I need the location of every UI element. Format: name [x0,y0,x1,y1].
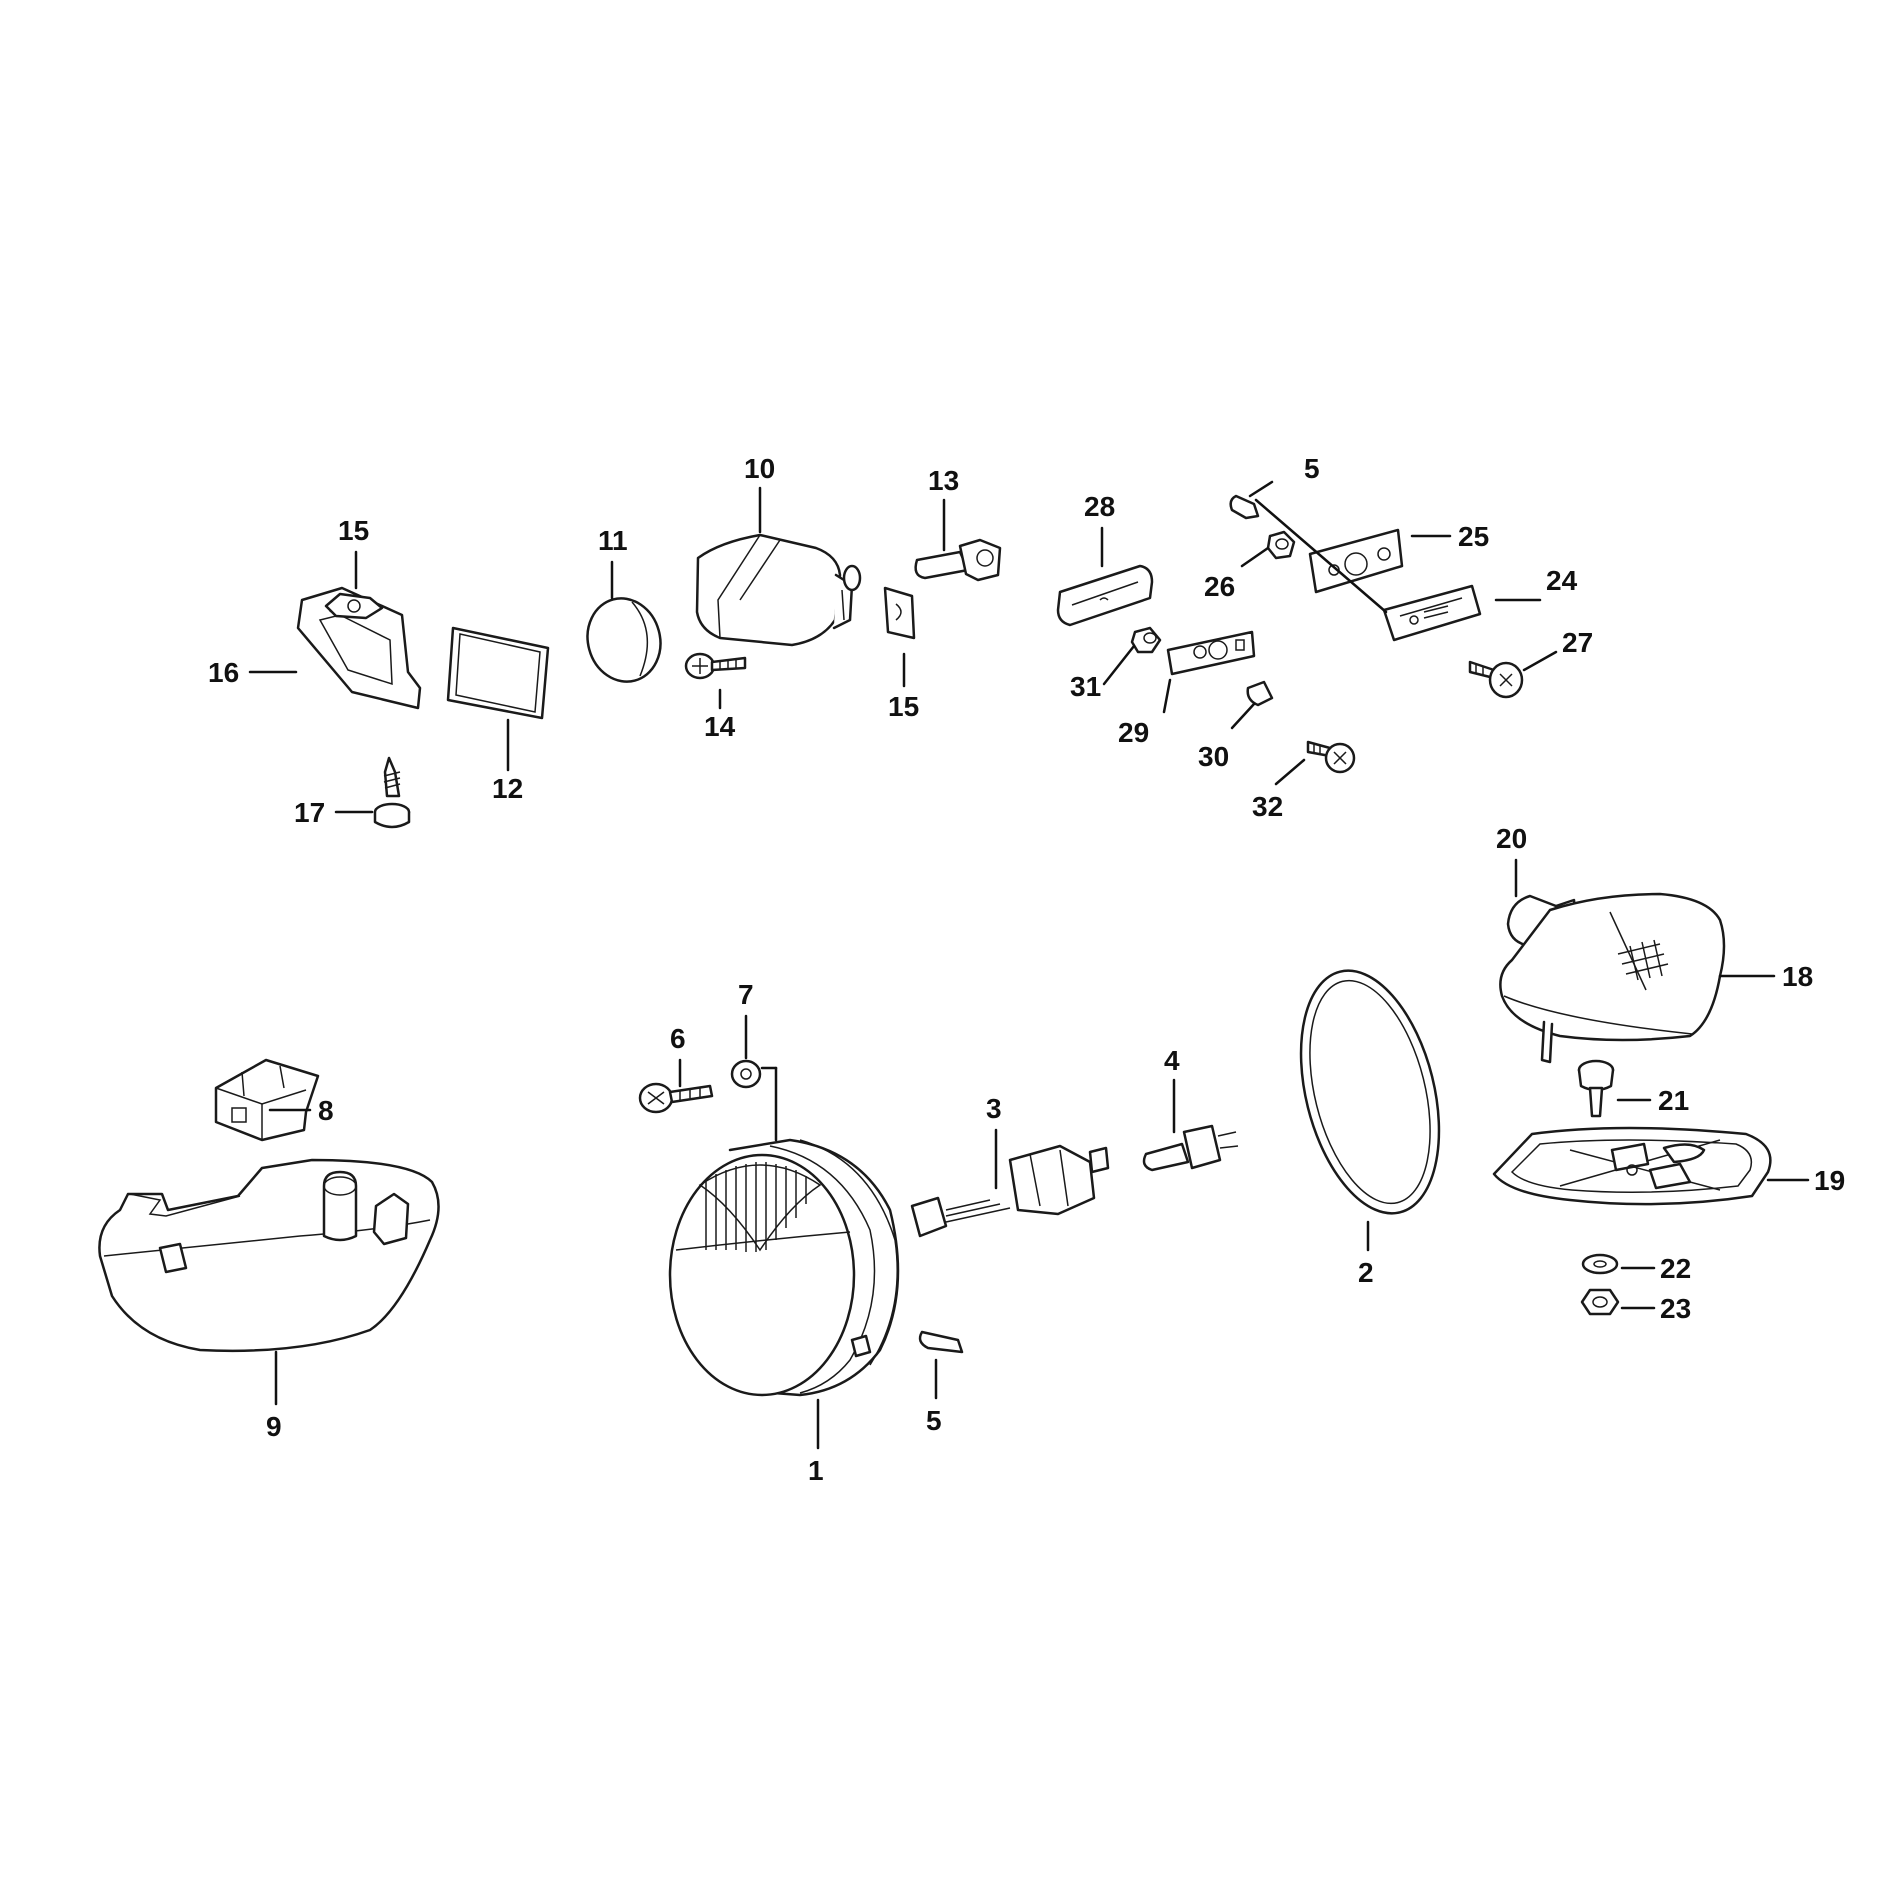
part-3-socket-harness [910,1144,1110,1238]
part-8-connector-block [214,1058,320,1142]
callout-18: 18 [1782,961,1813,992]
part-17-screw [373,756,411,829]
leader-lines [248,480,1810,1450]
part-7-washer [730,1059,762,1089]
part-29-gasket-plate [1166,630,1256,676]
callout-27: 27 [1562,627,1593,658]
part-24-marker-lens [1382,584,1482,642]
callout-6: 6 [670,1023,686,1054]
callout-10: 10 [744,453,775,484]
callout-3: 3 [986,1093,1002,1124]
callout-11: 11 [598,525,628,556]
part-31-socket [1130,626,1162,654]
callout-25: 25 [1458,521,1489,552]
part-27-screw [1468,660,1524,699]
part-4-h4-bulb [1142,1124,1239,1172]
callout-13: 13 [928,465,959,496]
part-12-gasket [446,626,550,720]
callout-4: 4 [1164,1045,1180,1076]
callout-23: 23 [1660,1293,1691,1324]
callout-7: 7 [738,979,754,1010]
callout-26: 26 [1204,571,1235,602]
part-1-headlamp-unit [668,1138,900,1397]
part-23-nut [1580,1288,1620,1316]
callout-32: 32 [1252,791,1283,822]
part-13-h3-bulb [914,538,1002,582]
callout-2: 2 [1358,1257,1374,1288]
callout-12: 12 [492,773,523,804]
callout-17: 17 [294,797,325,828]
part-15-clip-nut [324,592,384,620]
callout-labels: 15 16 17 12 11 10 14 13 15 28 31 29 30 3… [208,453,1845,1486]
part-5-bulb-top [1229,494,1260,520]
callout-30: 30 [1198,741,1229,772]
part-19-gasket-base [1492,1126,1772,1206]
callout-15-top: 15 [338,515,369,546]
callout-14: 14 [704,711,736,742]
callout-9: 9 [266,1411,282,1442]
part-15-clip [883,586,916,640]
part-2-seal-ring [1299,969,1441,1215]
callout-22: 22 [1660,1253,1691,1284]
callout-28: 28 [1084,491,1115,522]
part-10-fog-lamp-housing [695,533,862,647]
part-6-screw [638,1082,714,1114]
part-30-wedge-bulb [1246,680,1274,707]
callout-29: 29 [1118,717,1149,748]
callout-16: 16 [208,657,239,688]
callout-20: 20 [1496,823,1527,854]
part-28-marker-lens [1056,564,1154,627]
callout-5-bottom: 5 [926,1405,942,1436]
callout-1: 1 [808,1455,824,1486]
part-9-mirror-cover [98,1158,440,1353]
callout-5-top: 5 [1304,453,1320,484]
callout-15-right: 15 [888,691,919,722]
part-22-washer [1581,1253,1619,1275]
callout-21: 21 [1658,1085,1689,1116]
callout-31: 31 [1070,671,1101,702]
callout-8: 8 [318,1095,334,1126]
part-25-mounting-plate [1308,528,1404,594]
part-26-socket [1266,530,1296,560]
part-5-bulb-bottom [918,1330,964,1354]
part-14-screw [684,652,747,680]
part-32-screw [1306,740,1356,774]
part-18-lamp-housing [1499,892,1726,1064]
part-11-lens [586,597,662,683]
callout-19: 19 [1814,1165,1845,1196]
part-21-screw [1577,1059,1615,1118]
callout-24: 24 [1546,565,1578,596]
